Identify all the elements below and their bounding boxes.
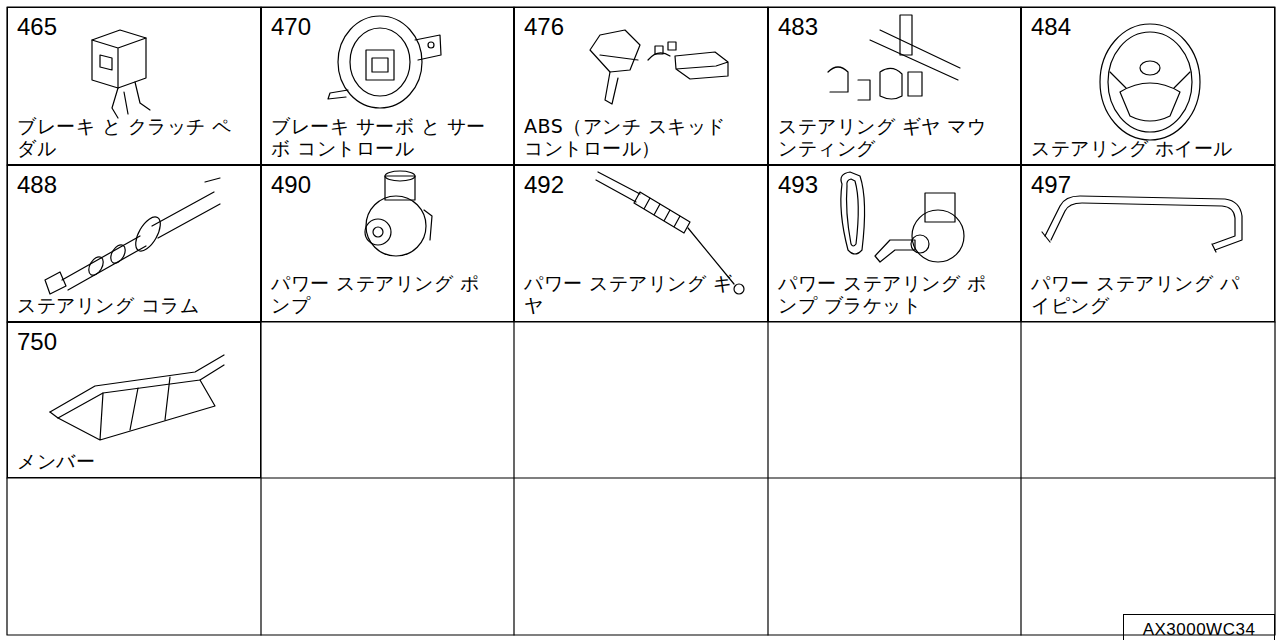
gear-mounting-drawing (828, 15, 960, 100)
figure-code: AX3000WC34 (1143, 620, 1256, 639)
pump-port (424, 210, 432, 240)
servo-body (350, 28, 410, 96)
part-name: パワー ステアリング ポンプ ブラケット (778, 272, 996, 316)
power-steering-pipe (1051, 203, 1235, 244)
part-name: ABS（アンチ スキッド コントロール） (524, 115, 742, 159)
callout-number: 470 (271, 14, 505, 40)
abs-bracket (605, 72, 618, 104)
part-name: パワー ステアリング ギヤ (524, 272, 742, 316)
wheel-rim (1108, 32, 1192, 132)
power-steering-pipe (1045, 196, 1242, 250)
catalog-cell: 476ABS（アンチ スキッド コントロール） (514, 7, 768, 165)
catalog-cell: 750 メンバー (7, 322, 261, 478)
wheel-hub (1120, 83, 1180, 121)
catalog-cell: 483 ステアリング ギヤ マウンティング (768, 7, 1021, 165)
column-tube (152, 178, 220, 238)
pump-pulley (373, 227, 383, 237)
drive-belt (841, 172, 865, 254)
part-name: パワー ステアリング ポンプ (271, 272, 489, 316)
catalog-cell: 470 ブレーキ サーボ と サーボ コントロール (261, 7, 514, 165)
pump-bracket (875, 240, 915, 262)
catalog-cell: 488 ステアリング コラム (7, 165, 261, 322)
grid-lines (7, 7, 1275, 635)
callout-number: 497 (1031, 172, 1266, 198)
catalog-cell: 484 ステアリング ホイール (1021, 7, 1275, 165)
gear-boot (634, 192, 690, 233)
gear-tie-end (734, 284, 744, 294)
abs-actuator (590, 30, 640, 72)
callout-number: 488 (17, 172, 252, 198)
gear-rack (596, 172, 640, 202)
catalog-cell: 492 パワー ステアリング ギヤ (514, 165, 768, 322)
column-joint (86, 254, 106, 277)
pedal-bracket (92, 30, 146, 88)
servo-body (338, 16, 422, 108)
servo-bracket (415, 35, 441, 60)
column-flange (131, 213, 166, 255)
part-name: メンバー (17, 450, 235, 472)
callout-number: 476 (524, 14, 759, 40)
callout-number: 483 (778, 14, 1012, 40)
pipe-end (1042, 232, 1216, 252)
column-shaft (62, 236, 146, 290)
callout-number: 493 (778, 172, 1012, 198)
catalog-cell: 490 パワー ステアリング ポンプ (261, 165, 514, 322)
mounting-insulator (908, 72, 922, 96)
callout-number: 492 (524, 172, 759, 198)
part-name: ステアリング ギヤ マウンティング (778, 115, 996, 159)
callout-number: 465 (17, 14, 252, 40)
pump-pulley (911, 235, 929, 253)
part-name: ステアリング コラム (17, 294, 235, 316)
catalog-cell: 465 ブレーキ と クラッチ ペダル (7, 7, 261, 165)
pump-pulley (365, 219, 391, 245)
catalog-cell: 497 パワー ステアリング パイピング (1021, 165, 1275, 322)
servo-pipe (328, 90, 348, 99)
part-name: パワー ステアリング パイピング (1031, 272, 1249, 316)
pedal-bracket (92, 38, 146, 88)
mounting-clamp (858, 80, 870, 100)
servo-bolt (428, 42, 434, 48)
catalog-cell: 493 パワー ステアリング ポンプ ブラケット (768, 165, 1021, 322)
column-end (45, 272, 66, 294)
wheel-emblem (1140, 61, 1160, 75)
member-cross (130, 377, 170, 430)
part-name: ブレーキ サーボ と サーボ コントロール (271, 115, 489, 159)
pedal-bracket (100, 55, 112, 70)
member-drawing (50, 355, 224, 440)
pump-drawing (365, 171, 432, 256)
wheel-rim (1100, 24, 1200, 140)
steering-column-drawing (45, 178, 220, 294)
pump-body (366, 196, 426, 256)
pedal-drawing (92, 30, 150, 118)
part-name: ブレーキ と クラッチ ペダル (17, 115, 235, 159)
gear-housing (900, 15, 912, 55)
servo-plate (366, 50, 394, 80)
grid-frame (7, 7, 1275, 635)
steering-wheel-drawing (1100, 24, 1200, 140)
bracket-drawing (841, 172, 964, 262)
figure-code-box: AX3000WC34 (1123, 614, 1275, 640)
piping-drawing (1042, 196, 1242, 252)
pedal-arm (112, 82, 150, 118)
callout-number: 490 (271, 172, 505, 198)
brake-servo-drawing (328, 16, 441, 108)
abs-sensor (655, 42, 676, 54)
drive-belt (847, 179, 859, 246)
pump-body (912, 210, 964, 262)
pump-reservoir (925, 193, 955, 222)
pump-cap (385, 171, 415, 181)
abs-unit (675, 52, 728, 79)
column-joint (108, 242, 128, 265)
abs-drawing (590, 30, 728, 104)
member-rail (50, 380, 215, 440)
callout-number: 750 (17, 329, 252, 355)
callout-number: 484 (1031, 14, 1266, 40)
mounting-insulator (880, 68, 902, 99)
mounting-clamp (828, 67, 848, 92)
part-name: ステアリング ホイール (1031, 137, 1249, 159)
member-rail (50, 355, 224, 418)
